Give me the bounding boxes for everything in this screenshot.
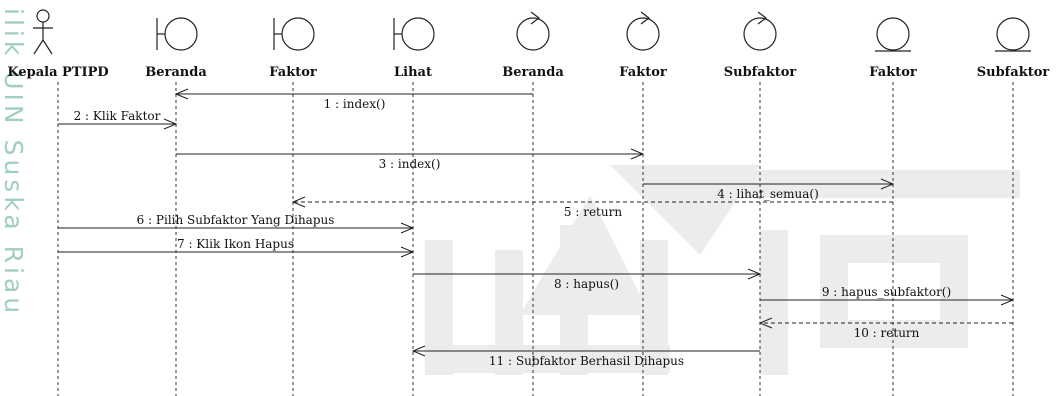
participant-boundary: Faktor bbox=[269, 17, 317, 80]
participant-control: Beranda bbox=[502, 11, 564, 80]
call-message: 7 : Klik Ikon Hapus bbox=[58, 237, 415, 258]
participant-name: Faktor bbox=[619, 65, 667, 80]
call-message: 3 : index() bbox=[176, 148, 645, 171]
message-label: 1 : index() bbox=[324, 97, 386, 111]
participant-name: Subfaktor bbox=[724, 65, 797, 80]
control-icon bbox=[626, 11, 660, 51]
message-label: 4 : lihat_semua() bbox=[717, 187, 819, 201]
boundary-icon bbox=[273, 17, 315, 51]
actor-icon bbox=[33, 9, 53, 55]
arrowhead bbox=[400, 222, 415, 234]
boundary-icon bbox=[156, 17, 198, 51]
participant-control: Subfaktor bbox=[724, 11, 797, 80]
call-message: 6 : Pilih Subfaktor Yang Dihapus bbox=[58, 213, 415, 234]
call-message: 4 : lihat_semua() bbox=[643, 178, 895, 201]
message-label: 3 : index() bbox=[379, 157, 441, 171]
message-label: 8 : hapus() bbox=[554, 277, 619, 291]
return-message: 5 : return bbox=[291, 196, 893, 219]
call-message: 8 : hapus() bbox=[413, 268, 762, 291]
call-message: 1 : index() bbox=[174, 88, 533, 111]
arrowhead bbox=[747, 268, 762, 280]
message-label: 10 : return bbox=[854, 326, 920, 340]
participant-name: Beranda bbox=[145, 65, 207, 80]
control-icon bbox=[516, 11, 550, 51]
participant-name: Beranda bbox=[502, 65, 564, 80]
message-label: 2 : Klik Faktor bbox=[74, 109, 161, 123]
arrowhead bbox=[880, 178, 895, 190]
arrowhead bbox=[174, 88, 189, 100]
call-message: 11 : Subfaktor Berhasil Dihapus bbox=[411, 345, 760, 368]
boundary-icon bbox=[393, 17, 435, 51]
call-message: 9 : hapus_subfaktor() bbox=[760, 285, 1015, 306]
arrowhead bbox=[291, 196, 306, 208]
participant-boundary: Lihat bbox=[393, 17, 435, 80]
arrowhead bbox=[1000, 294, 1015, 306]
watermark-logo bbox=[425, 165, 1020, 375]
call-message: 2 : Klik Faktor bbox=[58, 109, 178, 130]
participant-entity: Subfaktor bbox=[977, 17, 1050, 80]
entity-icon bbox=[875, 17, 911, 52]
participant-boundary: Beranda bbox=[145, 17, 207, 80]
return-message: 10 : return bbox=[758, 317, 1013, 340]
side-watermark: ilik UIN Suska Riau bbox=[0, 8, 28, 318]
message-label: 7 : Klik Ikon Hapus bbox=[177, 237, 294, 251]
participant-name: Subfaktor bbox=[977, 65, 1050, 80]
entity-icon bbox=[995, 17, 1031, 52]
participant-name: Faktor bbox=[269, 65, 317, 80]
participant-entity: Faktor bbox=[869, 17, 917, 80]
participant-control: Faktor bbox=[619, 11, 667, 80]
message-label: 11 : Subfaktor Berhasil Dihapus bbox=[489, 354, 684, 368]
arrowhead bbox=[411, 345, 426, 357]
participant-name: Faktor bbox=[869, 65, 917, 80]
participant-name: Kepala PTIPD bbox=[7, 65, 108, 80]
arrowhead bbox=[630, 148, 645, 160]
participant-actor: Kepala PTIPD bbox=[7, 9, 109, 80]
message-label: 9 : hapus_subfaktor() bbox=[822, 285, 951, 299]
control-icon bbox=[743, 11, 777, 51]
arrowhead bbox=[758, 317, 773, 329]
participant-name: Lihat bbox=[394, 65, 432, 80]
arrowhead bbox=[400, 246, 415, 258]
message-label: 6 : Pilih Subfaktor Yang Dihapus bbox=[137, 213, 335, 227]
arrowhead bbox=[163, 118, 178, 130]
message-label: 5 : return bbox=[564, 205, 622, 219]
